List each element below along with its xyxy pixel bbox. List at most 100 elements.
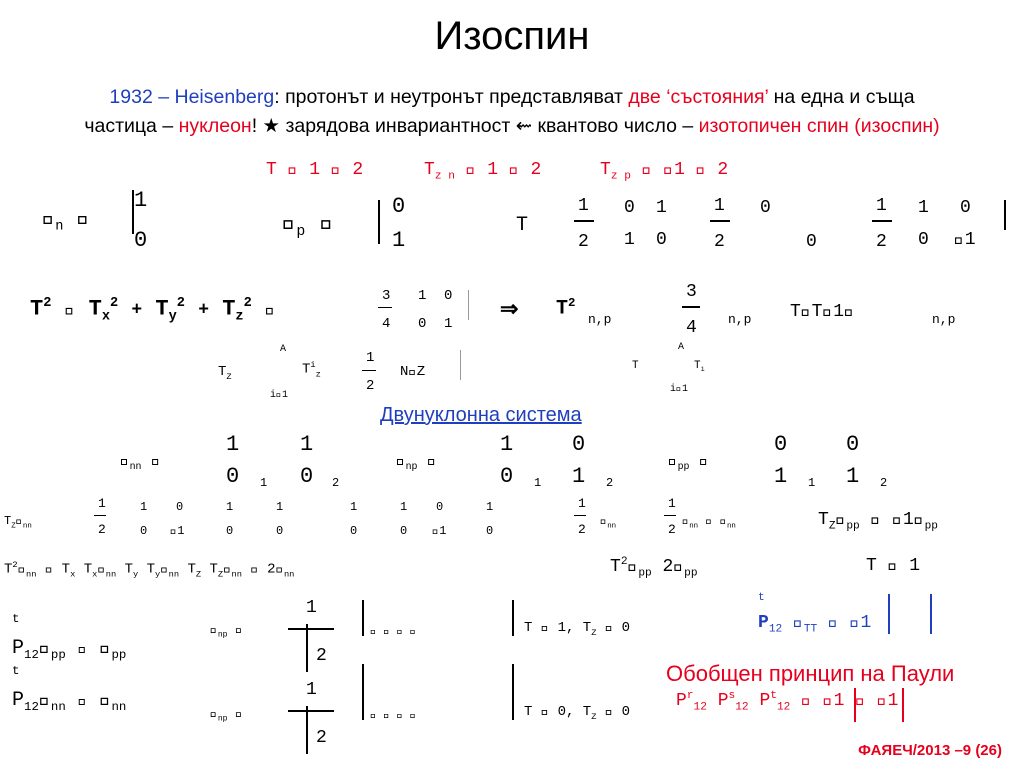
intro-two-states: две ‘състояния’ <box>628 86 769 108</box>
chi-pp-symbol:  <box>668 452 678 470</box>
T2chinn-chi4:  <box>223 562 231 578</box>
Tx-sq: 2 <box>110 296 118 311</box>
np-v2-sub: 2 <box>606 476 614 490</box>
T2chinn-chi2:  <box>97 562 105 578</box>
sym-frac-bar <box>288 628 334 630</box>
P12pp-sub: pp <box>50 647 66 662</box>
Tz-chi-pp-pp: pp <box>846 520 860 533</box>
P12ex-eq:  <box>828 613 839 633</box>
sym-chi-n:  <box>383 626 390 638</box>
bracket-z <box>1004 200 1006 230</box>
np-v1-top: 1 <box>500 432 514 457</box>
T2chinn-Ty2: T <box>147 562 155 578</box>
P12ex-chi:  <box>793 613 804 633</box>
T2chipp-sub: pp <box>638 567 652 580</box>
pauli-eq:  <box>801 691 812 711</box>
matrix-z-d: 1 <box>954 230 976 250</box>
T-equals-1: T  1 <box>866 556 920 576</box>
half-1-den: 2 <box>578 232 589 252</box>
T2-T: T <box>30 296 44 322</box>
Tz-sq: 2 <box>244 296 252 311</box>
Tz-chi-pp: TZpp  1pp <box>818 510 938 533</box>
arrow-icon: ⇜ <box>515 115 533 137</box>
intro-nucleon: нуклеон <box>178 115 252 137</box>
isospin-Tzn-val:  1  2 <box>454 160 542 180</box>
np-v1-bot: 0 <box>500 464 514 489</box>
half-3-num: 1 <box>876 196 887 216</box>
tz-m-d: 1 <box>170 524 184 538</box>
T2chinn-chi:  <box>17 561 27 578</box>
T2chinn-sub: nn <box>26 569 37 580</box>
fraction-bar-1 <box>574 220 594 222</box>
intro-text-1: : протонът и неутронът представляват <box>274 86 629 108</box>
chi-pp-eq:  <box>699 452 709 470</box>
slide-title: Изоспин <box>434 14 590 58</box>
P12pp-eq:  <box>78 640 88 658</box>
isospin-Tzp-val:  1  2 <box>630 160 728 180</box>
np-v2-top: 0 <box>572 432 586 457</box>
isospin-Tzp-sub: z p <box>610 170 631 183</box>
chi-nn: nn  <box>120 452 161 472</box>
tz-v2-top: 1 <box>276 500 284 514</box>
Tx-sub: x <box>102 310 110 325</box>
tz-row-bar-2 <box>574 515 586 516</box>
chi-n-sub: n <box>55 219 63 234</box>
pauli-bracket-2 <box>902 688 904 722</box>
identity-d: 1 <box>444 316 453 332</box>
P12nn-sub2: nn <box>111 700 126 714</box>
chi-np-sym-eq:  <box>235 622 243 637</box>
sym-chi-n2:  <box>396 626 403 638</box>
matrix-y-a: 0 <box>760 198 771 218</box>
nn-v1-top: 1 <box>226 432 240 457</box>
tz-chi-nn-3-sub2: nn <box>727 522 736 530</box>
tz-v2-bot: 0 <box>276 524 284 538</box>
Ti-right-T: T <box>694 360 701 372</box>
bracket-sym <box>362 600 364 636</box>
tz-v1-bot: 0 <box>226 524 234 538</box>
T2-chi-nn-row: T2nn  Tx Txnn Ty Tynn TZ TZnn  2n… <box>4 560 294 579</box>
sqrt-bar-1 <box>306 624 308 672</box>
nn-v1-bot: 0 <box>226 464 240 489</box>
isospin-T: T  1  2 <box>266 160 363 180</box>
P12-pp: t P12pp  pp <box>12 612 126 662</box>
tz-m-a: 1 <box>140 500 148 514</box>
P12pp-sub2: pp <box>111 648 126 662</box>
chi-pp: pp  <box>668 452 709 472</box>
Tx-T: T <box>89 296 102 321</box>
intro-text-2: на една и съща <box>768 86 915 108</box>
T2chinn-sq: 2 <box>12 560 18 570</box>
chi-np-symbol:  <box>396 452 406 470</box>
P12ex-TTz: TT <box>793 623 817 636</box>
T1-Tz0: T  1, TZ  0 <box>524 620 630 638</box>
three-quarters-den: 4 <box>382 316 391 332</box>
chi-np-sub-1: n,p <box>728 312 752 327</box>
sym-one: 1 <box>306 598 317 618</box>
T2chinn-Ty-sub: y <box>133 569 138 579</box>
bracket-asym <box>362 664 364 720</box>
pp-v1-sub: 1 <box>808 476 816 490</box>
tz-chi-nn-3: nn  nn <box>682 514 736 530</box>
pp-v2-top: 0 <box>846 432 860 457</box>
P12nn-chi:  <box>38 688 51 712</box>
T-vector-label: T <box>516 214 529 237</box>
T2chipp-result: 2 <box>662 557 685 577</box>
P12ex-minus: 1 <box>850 613 872 633</box>
chi-nn-sub: nn <box>120 461 142 473</box>
tz-chi-nn-3-chi:  <box>682 514 689 528</box>
chi-p-symbol:  <box>282 210 296 237</box>
T2chinn-Tz: T <box>187 562 195 578</box>
half-1-num: 1 <box>578 196 589 216</box>
Tz-chi-pp-chi:  <box>835 510 847 530</box>
Ti-sup: i <box>310 360 316 370</box>
P12-exchange: t P12 TT  1 <box>758 592 871 636</box>
T2chi-T: T <box>556 297 569 321</box>
T2chinn-Tx2-sub: x <box>92 569 97 579</box>
sym-chi-p2:  <box>410 626 417 638</box>
half-2-num: 1 <box>714 196 725 216</box>
T2-chi: T2 <box>556 296 575 321</box>
Tz-chi-nn-chi:  <box>15 514 23 528</box>
T2-chi-pp-row: T2pp 2pp <box>610 556 698 580</box>
T2-sq: 2 <box>43 296 52 311</box>
T2chinn-sub4: nn <box>232 569 242 579</box>
two-nucleon-system-link[interactable]: Двунуклонна система <box>380 404 582 426</box>
